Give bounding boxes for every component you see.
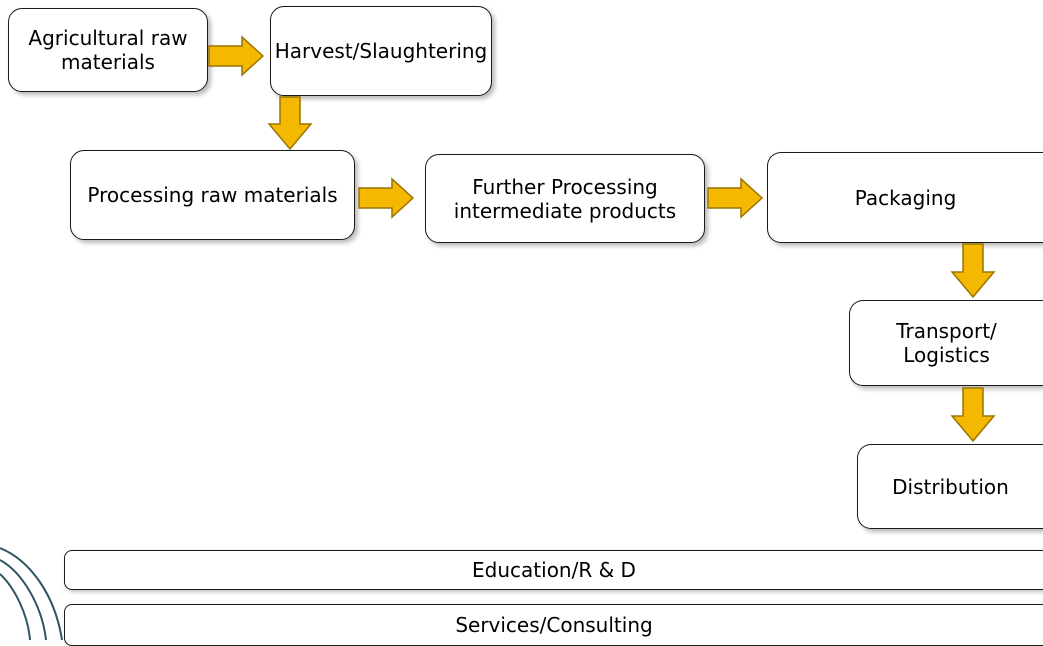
arrow-down-icon bbox=[267, 96, 313, 151]
arrow-right-icon bbox=[208, 35, 265, 77]
arrow-down-icon bbox=[950, 387, 996, 443]
band-education-rd: Education/R & D bbox=[64, 550, 1043, 590]
node-text: Logistics bbox=[903, 343, 990, 367]
band-services-consulting: Services/Consulting bbox=[64, 604, 1043, 646]
node-distribution: Distribution bbox=[857, 444, 1043, 529]
node-harvest-slaughtering: Harvest/Slaughtering bbox=[270, 6, 492, 96]
arrow-right-icon bbox=[707, 177, 764, 219]
node-processing-raw-materials: Processing raw materials bbox=[70, 150, 355, 240]
node-text: Processing raw materials bbox=[87, 183, 338, 207]
node-text: materials bbox=[61, 50, 155, 74]
band-label: Services/Consulting bbox=[455, 613, 653, 637]
arrow-down-icon bbox=[950, 243, 996, 299]
node-text: Agricultural raw bbox=[28, 26, 188, 50]
node-text: Further Processing bbox=[472, 174, 658, 199]
node-transport-logistics: Transport/Logistics bbox=[849, 300, 1043, 386]
arrow-right-icon bbox=[358, 177, 415, 219]
band-label: Education/R & D bbox=[472, 558, 636, 582]
node-text: Packaging bbox=[854, 185, 957, 210]
node-text: Distribution bbox=[892, 474, 1009, 499]
node-packaging: Packaging bbox=[767, 152, 1043, 243]
node-text: Harvest/Slaughtering bbox=[274, 39, 488, 63]
node-text: Transport/ bbox=[896, 319, 997, 343]
node-text: intermediate products bbox=[453, 198, 677, 223]
